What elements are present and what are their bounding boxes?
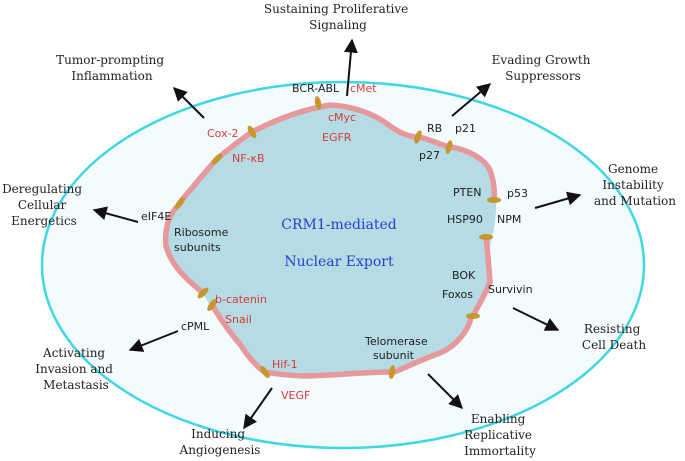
protein-labels: BCR-ABL cMet cMyc EGFR Cox-2 NF-κB RB p2… bbox=[141, 82, 533, 402]
protein-npm: NPM bbox=[497, 213, 521, 226]
hallmark-sustaining: Sustaining Proliferative Signaling bbox=[264, 2, 412, 32]
arrow-energetics bbox=[92, 206, 139, 223]
protein-nfkb: NF-κB bbox=[232, 152, 265, 165]
protein-p53: p53 bbox=[507, 187, 528, 200]
protein-p27: p27 bbox=[419, 149, 440, 162]
protein-p21: p21 bbox=[455, 122, 476, 135]
protein-cmet: cMet bbox=[350, 82, 377, 95]
hallmark-arrows bbox=[92, 38, 582, 430]
protein-snail: Snail bbox=[225, 313, 252, 326]
hallmark-evading: Evading Growth Suppressors bbox=[492, 53, 595, 83]
protein-pten: PTEN bbox=[453, 186, 482, 199]
center-title-line1: CRM1-mediated bbox=[281, 217, 396, 233]
protein-cox2: Cox-2 bbox=[207, 127, 239, 140]
protein-bok: BOK bbox=[452, 269, 476, 282]
arrow-evading bbox=[451, 83, 492, 117]
arrow-genome bbox=[534, 191, 582, 209]
hallmark-invasion: Activating Invasion and Metastasis bbox=[35, 346, 117, 392]
arrow-sustaining bbox=[343, 38, 358, 97]
protein-bcatenin: b-catenin bbox=[215, 293, 267, 306]
protein-telomerase: Telomerase bbox=[364, 335, 428, 348]
protein-egfr: EGFR bbox=[322, 131, 352, 144]
protein-hsp90: HSP90 bbox=[447, 213, 483, 226]
arrow-invasion bbox=[128, 330, 179, 352]
arrow-angiogenesis bbox=[243, 387, 273, 430]
center-title-line2: Nuclear Export bbox=[284, 254, 394, 270]
protein-eif4e: eIF4E bbox=[141, 210, 171, 223]
arrow-inflammation bbox=[173, 87, 205, 119]
protein-cmyc: cMyc bbox=[328, 111, 356, 124]
protein-vegf: VEGF bbox=[281, 389, 310, 402]
hallmark-enabling: Enabling Replicative Immortality bbox=[464, 412, 536, 458]
hallmark-genome: Genome Instability and Mutation bbox=[594, 162, 676, 208]
arrow-resisting bbox=[512, 307, 560, 331]
protein-survivin: Survivin bbox=[488, 283, 533, 296]
protein-hif1: Hif-1 bbox=[272, 358, 298, 371]
nuclear-pores bbox=[174, 96, 501, 379]
hallmark-inflammation: Tumor-prompting Inflammation bbox=[56, 53, 168, 83]
arrow-enabling bbox=[427, 373, 463, 409]
hallmark-angiogenesis: Inducing Angiogenesis bbox=[179, 427, 261, 457]
protein-ribosome: Ribosome bbox=[174, 226, 229, 239]
protein-cpml: cPML bbox=[181, 320, 210, 333]
hallmark-resisting: Resisting Cell Death bbox=[582, 322, 646, 352]
protein-bcr-abl: BCR-ABL bbox=[292, 82, 340, 95]
nucleus bbox=[165, 105, 497, 377]
protein-rb: RB bbox=[427, 122, 442, 135]
hallmark-energetics: Deregulating Cellular Energetics bbox=[2, 182, 86, 228]
protein-foxos: Foxos bbox=[442, 288, 473, 301]
protein-subunit: subunit bbox=[373, 349, 415, 362]
protein-subunits: subunits bbox=[174, 241, 221, 254]
